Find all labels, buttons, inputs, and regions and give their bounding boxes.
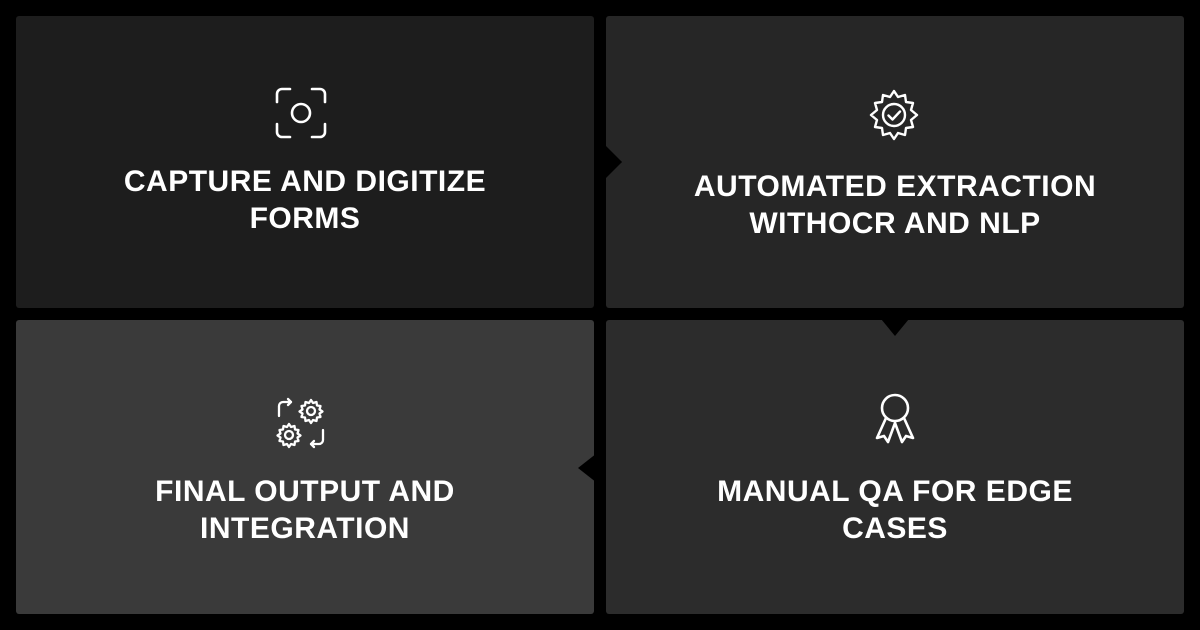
arrow-down-connector — [872, 308, 918, 336]
step-extraction-title: AUTOMATED EXTRACTION WITHOCR AND NLP — [693, 170, 1097, 240]
step-capture-panel: CAPTURE AND DIGITIZE FORMS — [16, 16, 594, 308]
step-manual-qa-title: MANUAL QA FOR EDGE CASES — [717, 475, 1073, 545]
step-extraction-panel: AUTOMATED EXTRACTION WITHOCR AND NLP — [606, 16, 1184, 308]
camera-focus-icon — [274, 86, 328, 140]
arrow-left-connector — [578, 446, 606, 490]
step-final-output-title: FINAL OUTPUT AND INTEGRATION — [155, 475, 455, 545]
step-capture-title: CAPTURE AND DIGITIZE FORMS — [123, 165, 487, 235]
step-manual-qa-panel: MANUAL QA FOR EDGE CASES — [606, 320, 1184, 614]
award-ribbon-icon — [868, 390, 922, 444]
step-final-output-panel: FINAL OUTPUT AND INTEGRATION — [16, 320, 594, 614]
gear-check-icon — [867, 88, 921, 142]
gears-sync-icon — [274, 396, 328, 450]
